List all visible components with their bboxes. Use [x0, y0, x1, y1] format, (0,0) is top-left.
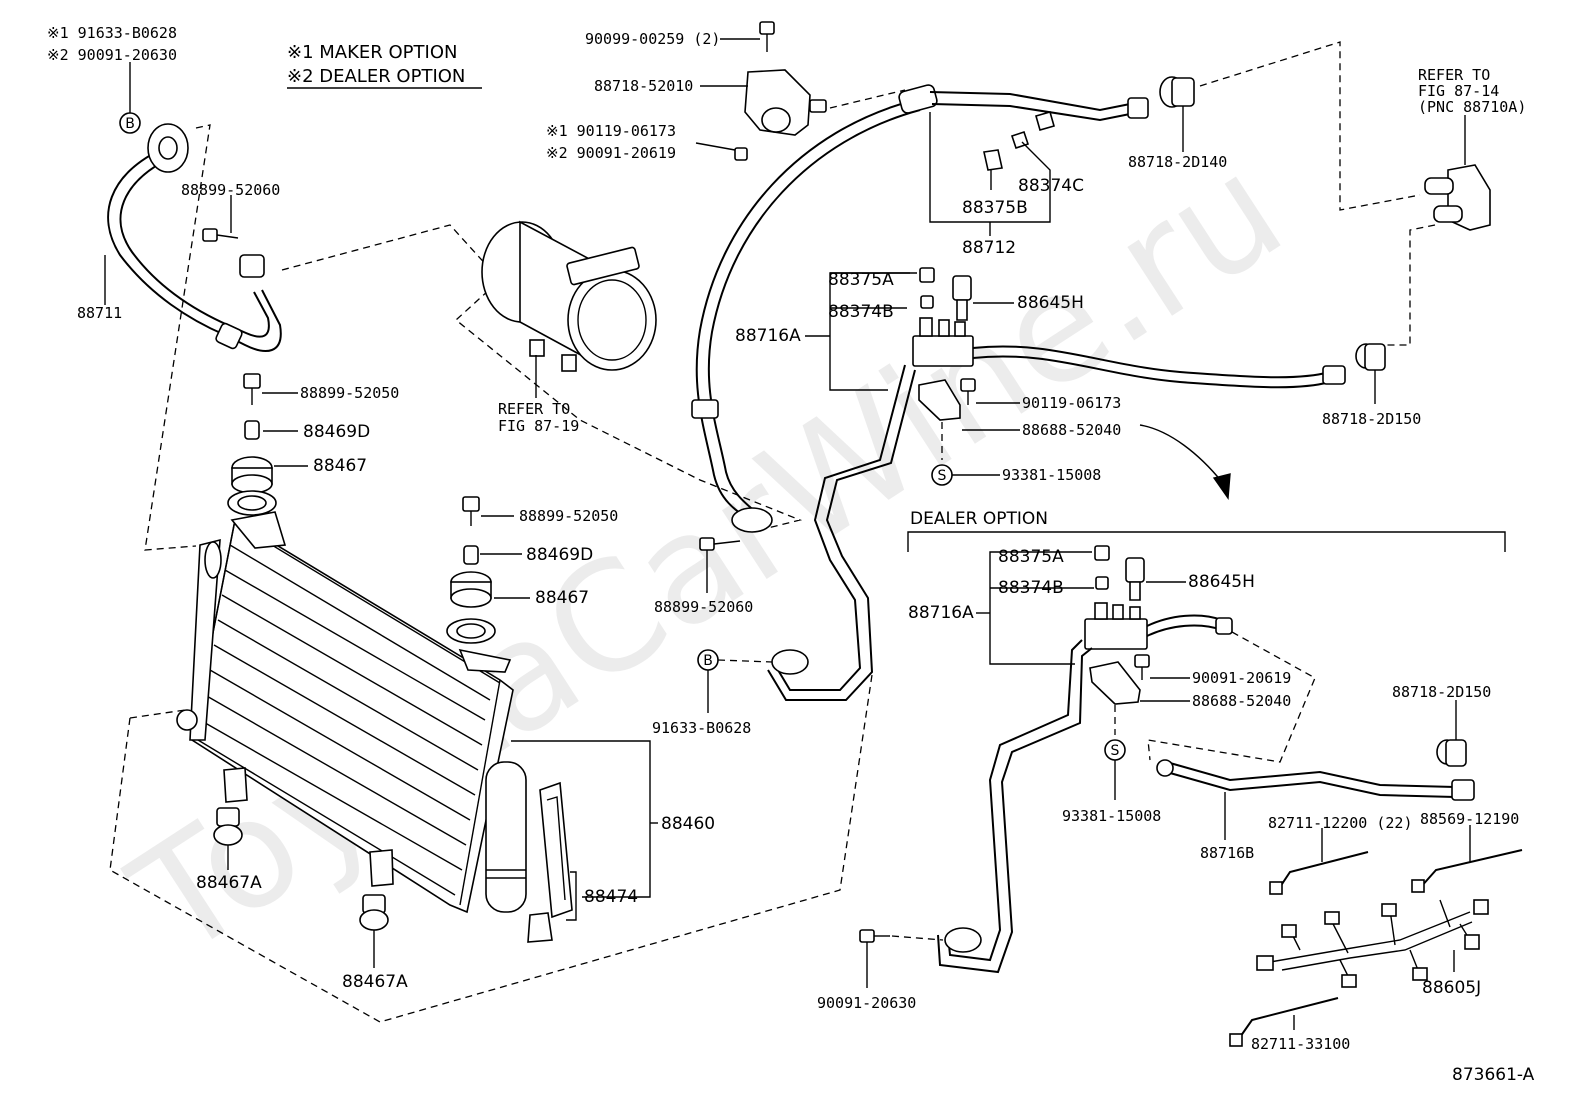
label-88474: 88474 [584, 887, 638, 907]
valve-block-dealer [1084, 545, 1148, 650]
cap-88718-2d150-dealer [1436, 739, 1467, 767]
svg-text:B: B [703, 653, 713, 669]
label-88718-52010: 88718-52010 [594, 77, 693, 95]
label-88374b-main: 88374B [828, 302, 894, 322]
label-88469d-left: 88469D [303, 422, 370, 442]
svg-text:S: S [1111, 743, 1120, 759]
label-90119-06173-opt1: ※1 90119-06173 [546, 122, 676, 140]
tie-82711-12200 [1269, 851, 1369, 895]
label-88899-52060-left: 88899-52060 [181, 181, 280, 199]
svg-text:B: B [125, 116, 135, 132]
harness-88605j [1256, 899, 1489, 988]
label-82711-33100: 82711-33100 [1251, 1035, 1350, 1053]
label-88569-12190: 88569-12190 [1420, 810, 1519, 828]
hose-88711 [107, 123, 282, 352]
label-88469d-middle: 88469D [526, 545, 593, 565]
bolt-90091-20619-dealer [1134, 654, 1150, 680]
label-88688-52040-dealer: 88688-52040 [1192, 692, 1291, 710]
label-88718-2d150-main: 88718-2D150 [1322, 410, 1421, 428]
bolt-90091-20630-dealer [859, 929, 890, 943]
valve-block-main [912, 267, 974, 367]
circle-b-marker-mid: B [697, 649, 719, 671]
pipe-88716b [1156, 759, 1475, 801]
bolt-88899-52060-left [202, 228, 239, 242]
label-93381-15008-main: 93381-15008 [1002, 466, 1101, 484]
mount-stack-left [227, 373, 277, 516]
ref-fig-87-14-line3: (PNC 88710A) [1418, 98, 1526, 116]
label-88467a-2: 88467A [342, 972, 408, 992]
bolt-90119-06173-main [960, 378, 976, 405]
ref-fig-87-14-line2: FIG 87-14 [1418, 82, 1499, 100]
dealer-arrow [1139, 424, 1231, 500]
label-88375a-dealer: 88375A [998, 547, 1064, 567]
ref-fig-87-19-line2: FIG 87-19 [498, 417, 579, 435]
label-88711: 88711 [77, 304, 122, 322]
ref-fig-87-14-line1: REFER TO [1418, 66, 1490, 84]
compressor [481, 220, 657, 372]
tie-88569-12190 [1411, 849, 1523, 893]
label-88712: 88712 [962, 238, 1016, 258]
bolt-90119-06173-top [734, 147, 748, 161]
label-91633-b0628-mid: 91633-B0628 [652, 719, 751, 737]
label-88688-52040-main: 88688-52040 [1022, 421, 1121, 439]
tube-88712 [929, 76, 1195, 171]
label-88716a-dealer: 88716A [908, 603, 974, 623]
label-88899-52060-mid: 88899-52060 [654, 598, 753, 616]
label-88645h-main: 88645H [1017, 293, 1084, 313]
label-88718-2d140: 88718-2D140 [1128, 153, 1227, 171]
label-88374b-dealer: 88374B [998, 578, 1064, 598]
foot-88467a-2 [359, 894, 389, 931]
label-88899-52050-left: 88899-52050 [300, 384, 399, 402]
svg-text:S: S [938, 468, 947, 484]
label-82711-12200: 82711-12200 (22) [1268, 814, 1413, 832]
label-88716a-main: 88716A [735, 326, 801, 346]
label-90119-06173-main: 90119-06173 [1022, 394, 1121, 412]
label-88467-left: 88467 [313, 456, 367, 476]
footnote-maker: ※1 MAKER OPTION [287, 42, 457, 63]
receiver-dryer [485, 761, 573, 943]
label-90091-20619-dealer: 90091-20619 [1192, 669, 1291, 687]
label-88716b: 88716B [1200, 844, 1254, 862]
label-90091-20630-opt2: ※2 90091-20630 [47, 46, 177, 64]
ref-fig-87-19-line1: REFER TO [498, 400, 570, 418]
circle-s-marker-dealer: S [1104, 739, 1126, 761]
label-88718-2d150-dealer: 88718-2D150 [1392, 683, 1491, 701]
label-88460: 88460 [661, 814, 715, 834]
label-88374c: 88374C [1018, 176, 1084, 196]
label-93381-15008-dealer: 93381-15008 [1062, 807, 1161, 825]
label-91633-b0628-opt1: ※1 91633-B0628 [47, 24, 177, 42]
circle-b-marker-left: B [119, 112, 141, 134]
condenser-88460 [176, 511, 514, 914]
suction-hose [691, 84, 938, 533]
label-90091-20630-dealer: 90091-20630 [817, 994, 916, 1012]
mount-stack-middle [446, 496, 496, 644]
label-90091-20619-opt2: ※2 90091-20619 [546, 144, 676, 162]
circle-s-marker-main: S [931, 464, 953, 486]
label-88375a-main: 88375A [828, 270, 894, 290]
bracket-88718-52010 [744, 69, 827, 136]
label-90099-00259: 90099-00259 (2) [585, 30, 720, 48]
label-88375b: 88375B [962, 198, 1028, 218]
label-88467-middle: 88467 [535, 588, 589, 608]
footnote-dealer: ※2 DEALER OPTION [287, 66, 465, 87]
label-88467a-1: 88467A [196, 873, 262, 893]
label-88605j: 88605J [1422, 978, 1481, 998]
foot-88467a-1 [213, 807, 243, 846]
label-88899-52050-middle: 88899-52050 [519, 507, 618, 525]
bolt-90099-00259 [759, 21, 775, 52]
evaporator-fitting [1424, 164, 1491, 231]
drawing-number: 873661-A [1452, 1065, 1535, 1085]
tie-82711-33100 [1229, 997, 1339, 1047]
label-88645h-dealer: 88645H [1188, 572, 1255, 592]
dealer-option-title: DEALER OPTION [910, 509, 1048, 529]
